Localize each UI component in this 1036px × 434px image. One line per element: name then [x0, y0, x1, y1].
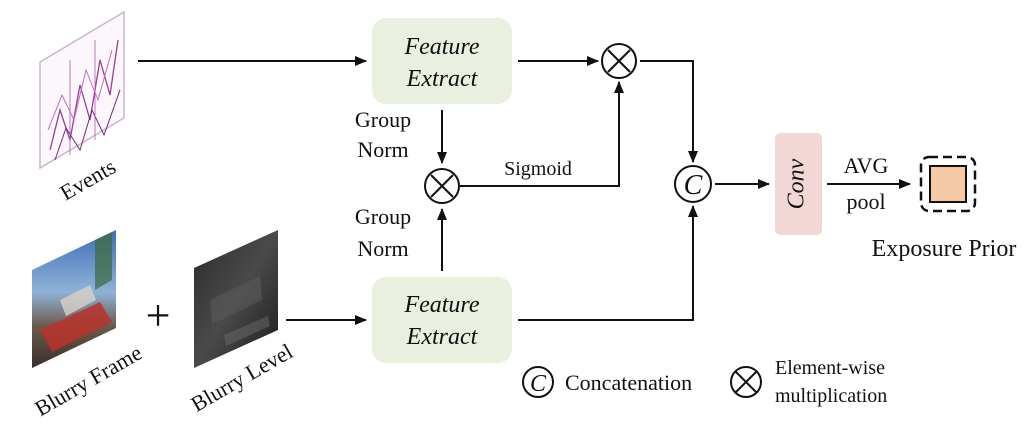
legend-concat-glyph: C	[530, 371, 547, 397]
feature-extract-bottom-line2: Extract	[406, 324, 479, 350]
exposure-prior-label: Exposure Prior	[872, 236, 1017, 262]
feature-extract-top-line1: Feature	[403, 34, 479, 60]
connections	[138, 56, 911, 325]
blurry-level-image	[194, 230, 278, 368]
multiply-mid-op	[424, 168, 460, 204]
events-label: Events	[56, 154, 120, 206]
multiply-top-op	[601, 43, 637, 79]
plus-sign: +	[146, 291, 171, 340]
group-norm-top-line1: Group	[355, 107, 411, 132]
events-image	[39, 10, 125, 170]
pool-label: pool	[846, 189, 885, 214]
legend-elementwise-line1: Element-wise	[775, 357, 885, 379]
feature-extract-bottom-line1: Feature	[403, 292, 479, 318]
legend: C Concatenation Element-wise multiplicat…	[522, 357, 887, 407]
concat-op: C	[674, 165, 712, 203]
legend-concat-symbol: C	[522, 366, 554, 398]
legend-multiply-symbol	[730, 366, 762, 398]
arrow-mult-top-to-concat	[640, 60, 698, 163]
group-norm-top-line2: Norm	[357, 137, 408, 162]
feature-extract-top-block: Feature Extract	[372, 18, 512, 104]
group-norm-bottom-line1: Group	[355, 204, 411, 229]
conv-block: Conv	[775, 133, 822, 235]
blurry-frame-image	[32, 230, 116, 368]
concat-symbol: C	[684, 170, 703, 201]
avg-label: AVG	[844, 153, 889, 178]
feature-extract-top-line2: Extract	[406, 66, 479, 92]
exposure-prior-output	[919, 155, 977, 213]
legend-concatenation-label: Concatenation	[565, 370, 692, 395]
group-norm-bottom-line2: Norm	[357, 236, 408, 261]
legend-elementwise-line2: multiplication	[775, 385, 887, 407]
arrow-fe-bottom-to-concat	[518, 205, 698, 321]
sigmoid-label: Sigmoid	[504, 158, 572, 180]
conv-label: Conv	[784, 158, 810, 209]
arrow-sigmoid-to-mult-top	[460, 81, 624, 187]
feature-extract-bottom-block: Feature Extract	[372, 277, 512, 363]
